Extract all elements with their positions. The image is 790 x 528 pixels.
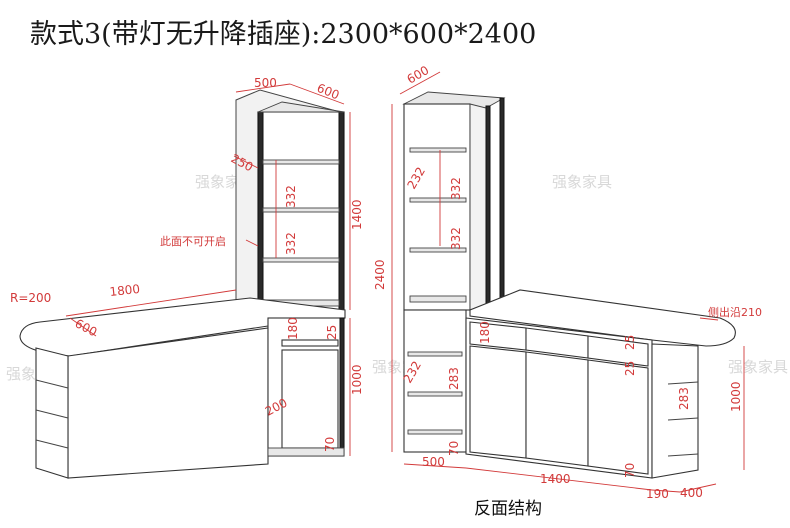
back-dim-shelf-e: 283: [447, 367, 461, 390]
back-lower-shelf-3: [407, 429, 463, 435]
dim-length: 1800: [109, 282, 141, 299]
back-end-shelf-2: [667, 417, 699, 421]
back-counter-top: [469, 289, 736, 347]
counter-top: [19, 297, 346, 357]
note-leader-back: [699, 317, 719, 321]
tower-top: [257, 101, 345, 113]
dim-height-upper: 1400: [350, 199, 364, 230]
lower-cabinet-edge: [339, 317, 345, 457]
dim-line-base-w: [403, 463, 467, 469]
back-lower-shelf-1: [407, 351, 463, 357]
dim-plinth: 70: [323, 437, 337, 452]
end-shelf-line-1: [35, 379, 69, 389]
back-dim-drawer-h: 180: [478, 321, 492, 344]
lower-plinth: [267, 447, 345, 457]
back-drawer-3: [587, 335, 649, 367]
dim-line-250: [233, 155, 259, 169]
back-dim-shelf-c: 332: [449, 227, 463, 250]
end-shelf-unit: [35, 347, 69, 479]
back-lower-shelves: [403, 309, 467, 453]
lower-door: [281, 349, 339, 449]
dim-line-back-top: [399, 71, 441, 95]
tower-shelf-2: [262, 207, 340, 213]
back-tower-front: [403, 103, 471, 311]
dim-line-top-d: [289, 83, 345, 105]
tower-shelf-1: [262, 159, 340, 165]
dim-radius: R=200: [10, 291, 51, 305]
page-title: 款式3(带灯无升降插座):2300*600*2400: [30, 19, 537, 50]
back-tower-shelf-4: [409, 295, 467, 303]
dim-line-end-w: [651, 489, 681, 493]
back-dim-base-w: 500: [422, 455, 445, 469]
back-door-3: [587, 359, 649, 475]
back-dim-shelf-b: 332: [449, 177, 463, 200]
back-dim-base-len: 1400: [540, 472, 571, 486]
lower-drawer-front: [281, 339, 339, 347]
back-dim-side-shelf: 283: [677, 387, 691, 410]
back-door-1: [469, 345, 527, 459]
dim-top-width: 500: [254, 76, 277, 90]
back-dim-plinth-2: 70: [623, 463, 637, 478]
back-dim-plinth: 70: [447, 441, 461, 456]
dim-line-depth: [69, 317, 97, 337]
back-view: 600 2400 232 332 332 180 25 25 232 283 7…: [373, 63, 762, 501]
back-tower-post-1: [485, 105, 491, 305]
front-view: 500 600 250 332 332 1400 此面不可开启 1800 R=2…: [10, 76, 364, 479]
tower-post-right: [338, 111, 345, 313]
dim-line-end-d: [679, 483, 717, 493]
dim-line-length: [65, 289, 237, 317]
dim-line-base-len: [465, 467, 653, 491]
back-tower-side: [469, 103, 487, 311]
back-dim-end-w: 190: [646, 487, 669, 501]
dim-drawer-h: 180: [286, 317, 300, 340]
note-leader: [245, 239, 259, 247]
dim-top-depth: 600: [315, 81, 341, 103]
back-dim-end-d: 400: [680, 486, 703, 500]
back-end-shelf-3: [667, 453, 699, 457]
back-end-unit: [651, 343, 699, 479]
back-dim-top-depth: 600: [405, 63, 432, 87]
dim-door-gap: 25: [325, 325, 339, 340]
side-overhang-note: 侧出沿210: [708, 305, 762, 319]
tower-post-left: [257, 111, 264, 313]
back-door-2: [525, 351, 589, 467]
back-dim-total-h: 2400: [373, 259, 387, 290]
back-structure-caption: 反面结构: [474, 499, 542, 519]
back-tower-shelf-1: [409, 147, 467, 153]
dim-line-top-w: [235, 83, 291, 93]
back-lower-shelf-2: [407, 391, 463, 397]
not-openable-note: 此面不可开启: [160, 235, 226, 248]
back-dim-side-h: 1000: [729, 381, 743, 412]
back-end-shelf-1: [667, 381, 699, 385]
back-tower-post-2: [499, 97, 505, 305]
back-dim-gap-1: 25: [623, 335, 637, 350]
back-tower-shelf-2: [409, 197, 467, 203]
back-tower-shelf-3: [409, 247, 467, 253]
back-dim-gap-2: 25: [623, 361, 637, 376]
watermark-5: 强象家具: [728, 358, 788, 376]
dim-shelf-1: 332: [284, 185, 298, 208]
end-shelf-line-3: [35, 439, 69, 449]
dim-shelf-2: 332: [284, 232, 298, 255]
end-shelf-line-2: [35, 409, 69, 419]
dim-height-lower: 1000: [350, 364, 364, 395]
tower-shelf-3: [262, 257, 340, 263]
watermark-2: 强象家具: [552, 173, 612, 191]
